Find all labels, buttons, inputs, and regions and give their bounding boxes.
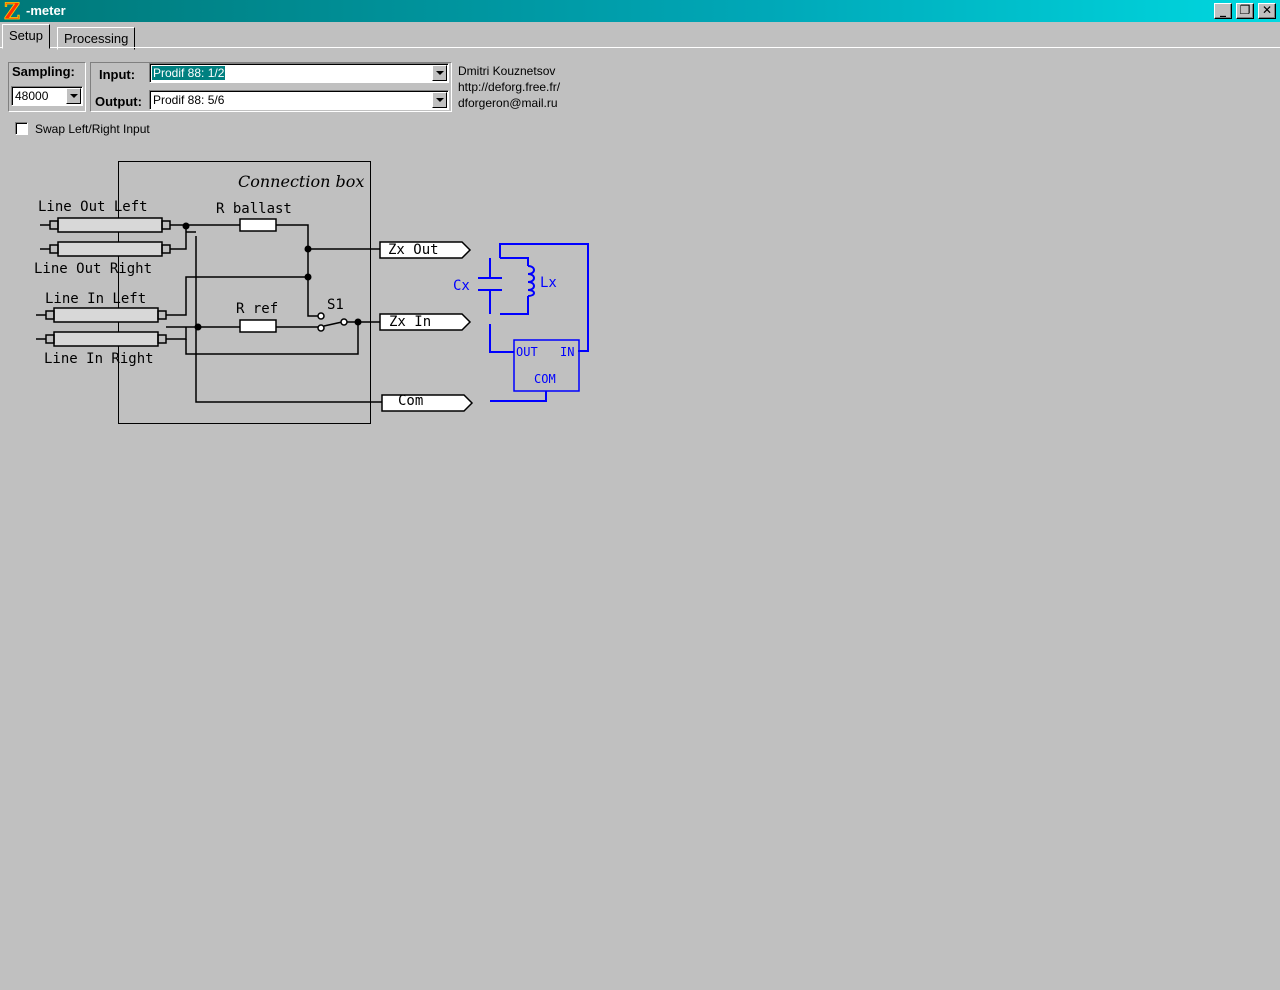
- close-button[interactable]: ✕: [1258, 3, 1276, 19]
- minimize-button[interactable]: _: [1214, 3, 1232, 19]
- chevron-down-icon[interactable]: [432, 92, 447, 108]
- author-name: Dmitri Kouznetsov: [458, 64, 556, 78]
- output-value: Prodif 88: 5/6: [153, 93, 225, 107]
- sampling-group: [8, 62, 86, 112]
- connection-box-title: Connection box: [238, 172, 364, 191]
- output-select[interactable]: Prodif 88: 5/6: [149, 90, 449, 110]
- label-com: Com: [398, 393, 423, 409]
- swap-label: Swap Left/Right Input: [35, 122, 150, 136]
- window-title: -meter: [26, 3, 66, 18]
- label-line-out-right: Line Out Right: [34, 261, 152, 277]
- output-label: Output:: [95, 94, 142, 109]
- input-value: Prodif 88: 1/2: [152, 66, 226, 80]
- tab-bar: Setup Processing: [0, 24, 1280, 50]
- label-r-ballast: R ballast: [216, 201, 292, 217]
- chevron-down-icon[interactable]: [432, 65, 447, 81]
- label-dut-out: OUT: [516, 345, 538, 359]
- label-line-in-left: Line In Left: [45, 291, 146, 307]
- chevron-down-icon[interactable]: [66, 88, 81, 104]
- sampling-select[interactable]: 48000: [11, 86, 83, 106]
- label-r-ref: R ref: [236, 301, 278, 317]
- label-zx-out: Zx Out: [388, 242, 439, 258]
- label-dut-in: IN: [560, 345, 574, 359]
- app-logo-icon: Z: [4, 1, 21, 21]
- cable-line-out-left: [57, 217, 163, 233]
- sampling-value: 48000: [15, 89, 49, 103]
- svg-text:Z: Z: [4, 1, 20, 21]
- author-url: http://deforg.free.fr/: [458, 80, 561, 94]
- sampling-label: Sampling:: [12, 64, 75, 79]
- tab-processing[interactable]: Processing: [57, 27, 136, 50]
- label-cx: Cx: [453, 278, 470, 294]
- author-email: dforgeron@mail.ru: [458, 96, 558, 110]
- cable-line-in-right: [53, 331, 159, 347]
- label-zx-in: Zx In: [389, 314, 431, 330]
- input-select[interactable]: Prodif 88: 1/2: [149, 63, 449, 83]
- input-label: Input:: [99, 67, 136, 82]
- io-group: [90, 62, 452, 112]
- tab-panel-border: [0, 47, 1280, 48]
- label-dut-com: COM: [534, 372, 556, 386]
- label-s1: S1: [327, 297, 344, 313]
- swap-checkbox[interactable]: [15, 122, 28, 135]
- tab-setup[interactable]: Setup: [2, 24, 50, 49]
- connection-diagram: Connection box Line Out Left Line Out Ri…: [34, 161, 589, 424]
- label-line-in-right: Line In Right: [44, 351, 154, 367]
- label-lx: Lx: [540, 275, 557, 291]
- connection-box: [118, 161, 371, 424]
- cable-line-in-left: [53, 307, 159, 323]
- cable-line-out-right: [57, 241, 163, 257]
- label-line-out-left: Line Out Left: [38, 199, 148, 215]
- title-bar: Z -meter _ ❐ ✕: [0, 0, 1280, 22]
- restore-button[interactable]: ❐: [1236, 3, 1254, 19]
